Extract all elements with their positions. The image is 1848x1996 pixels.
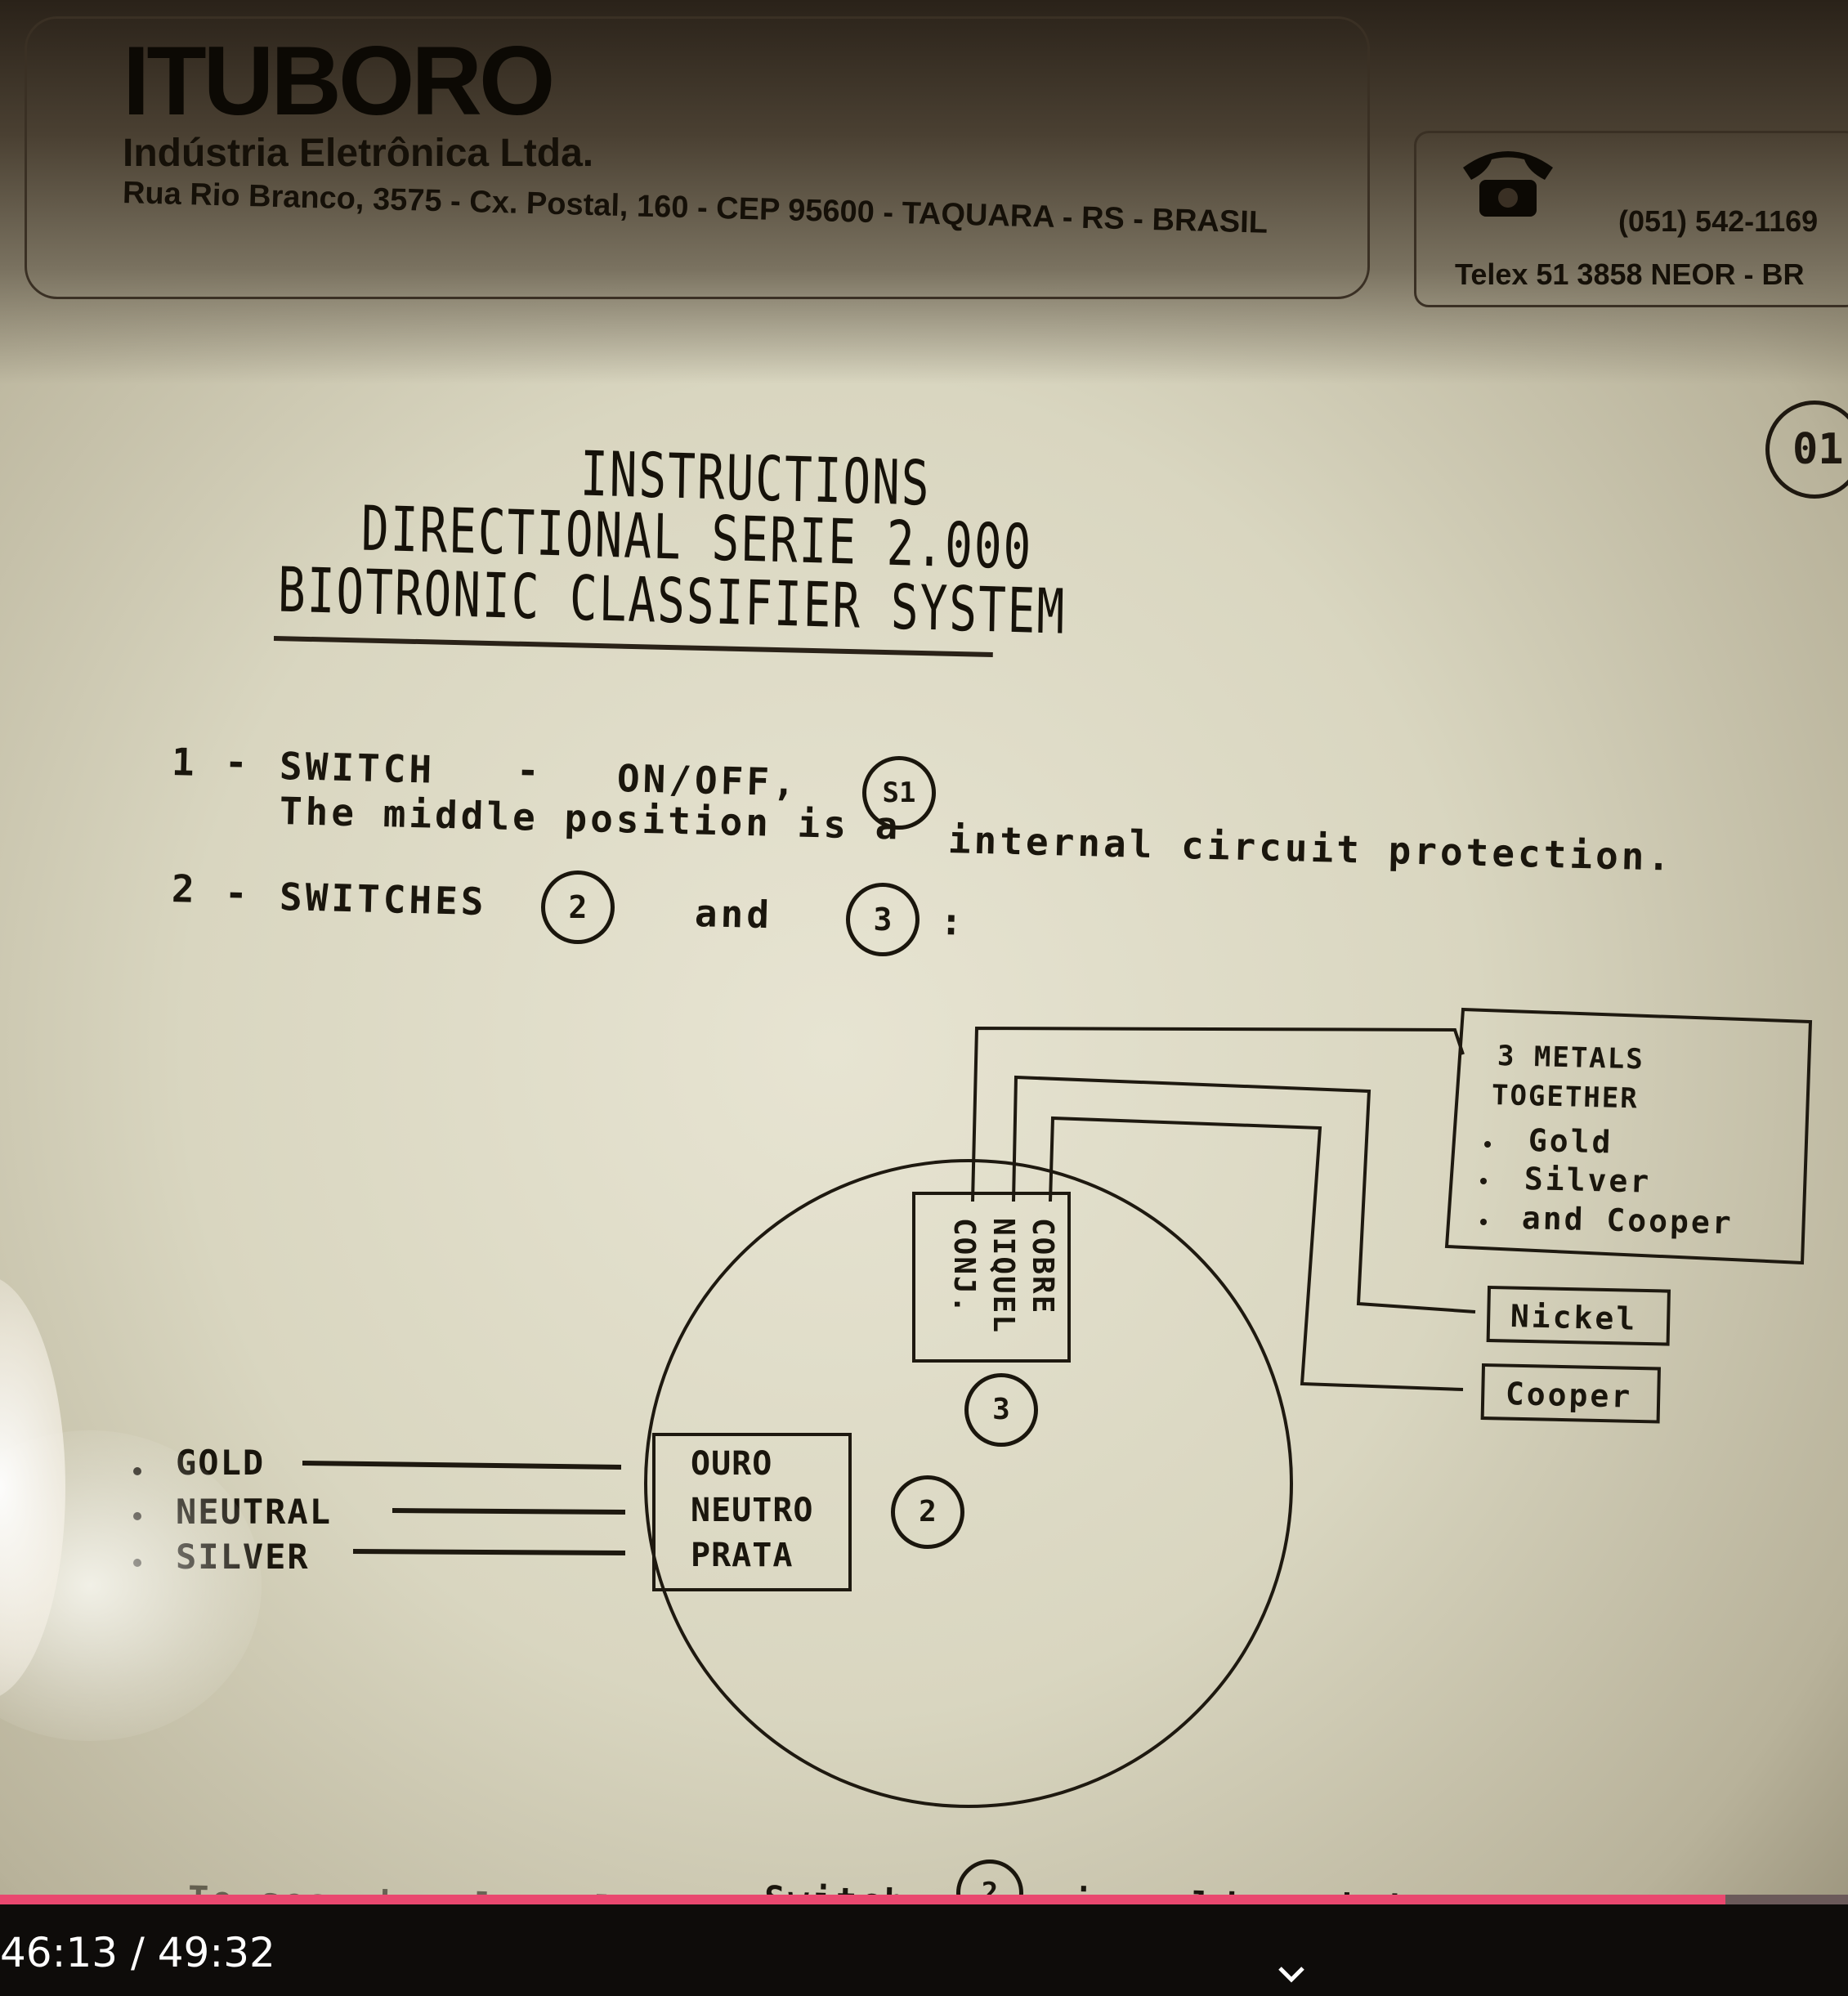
- cooper-box: [1480, 1363, 1661, 1424]
- phone-number: (051) 542-1169: [1618, 204, 1819, 238]
- video-time-display: 46:13 / 49:32: [0, 1929, 275, 1976]
- switch-2-diagram-badge: 2: [891, 1475, 964, 1549]
- s1-circle-badge: S1: [862, 756, 936, 830]
- switch-2-label-ouro: OURO: [691, 1445, 773, 1483]
- metals-box-title-2: TOGETHER: [1491, 1079, 1640, 1116]
- switch-2-box: [652, 1433, 852, 1591]
- switch-3-diagram-badge: 3: [964, 1373, 1038, 1447]
- silver-bullet-right: [1480, 1178, 1487, 1184]
- switch-2-label-neutro: NEUTRO: [691, 1492, 814, 1529]
- letterhead-box: [25, 16, 1370, 299]
- wire-conj: [971, 1026, 1465, 1202]
- page-number-badge: 01: [1765, 401, 1848, 499]
- switch-3-circle-badge: 3: [846, 883, 920, 956]
- gold-wire: [302, 1461, 622, 1470]
- wire-cobre: [1049, 1116, 1464, 1391]
- metals-box-item-cooper: and Cooper: [1521, 1200, 1734, 1242]
- nickel-box: [1486, 1285, 1671, 1346]
- video-control-bar: [0, 1904, 1848, 1996]
- contact-box: [1414, 131, 1848, 307]
- company-name: Indústria Eletrônica Ltda.: [123, 132, 594, 175]
- cooper-bullet-right: [1480, 1219, 1487, 1225]
- gold-bullet-right: [1484, 1141, 1491, 1148]
- brand-logo: ITUBORO: [123, 26, 555, 136]
- switch-3-box: [912, 1192, 1071, 1363]
- detector-disc-outline: [644, 1159, 1293, 1808]
- telephone-icon: [1463, 151, 1553, 217]
- metals-together-box: [1444, 1007, 1813, 1265]
- switch-3-label-niquel: NIQUEL: [987, 1218, 1020, 1335]
- cooper-label: Cooper: [1505, 1376, 1633, 1415]
- wire-niquel: [1012, 1075, 1476, 1314]
- switch-3-label-conj: CONJ.: [947, 1218, 981, 1315]
- silver-wire: [352, 1549, 626, 1555]
- switch-3-label-cobre: COBRE: [1026, 1218, 1059, 1315]
- chevron-down-icon[interactable]: [1275, 1962, 1308, 1986]
- metals-box-item-silver: Silver: [1524, 1161, 1652, 1200]
- switch-2-label-prata: PRATA: [691, 1537, 794, 1574]
- switch-wiring-diagram: [0, 0, 1848, 1904]
- document-photo: ITUBORO Indústria Eletrônica Ltda. Rua R…: [0, 0, 1848, 1904]
- nickel-label: Nickel: [1510, 1298, 1638, 1337]
- header-shadow: [0, 0, 1848, 384]
- metals-box-title-1: 3 METALS: [1497, 1040, 1645, 1076]
- neutral-wire: [392, 1508, 626, 1515]
- metals-box-item-gold: Gold: [1528, 1122, 1614, 1161]
- video-progress-fill[interactable]: [0, 1895, 1725, 1906]
- telex-number: Telex 51 3858 NEOR - BR: [1455, 257, 1805, 291]
- switch-2-circle-badge: 2: [541, 870, 615, 944]
